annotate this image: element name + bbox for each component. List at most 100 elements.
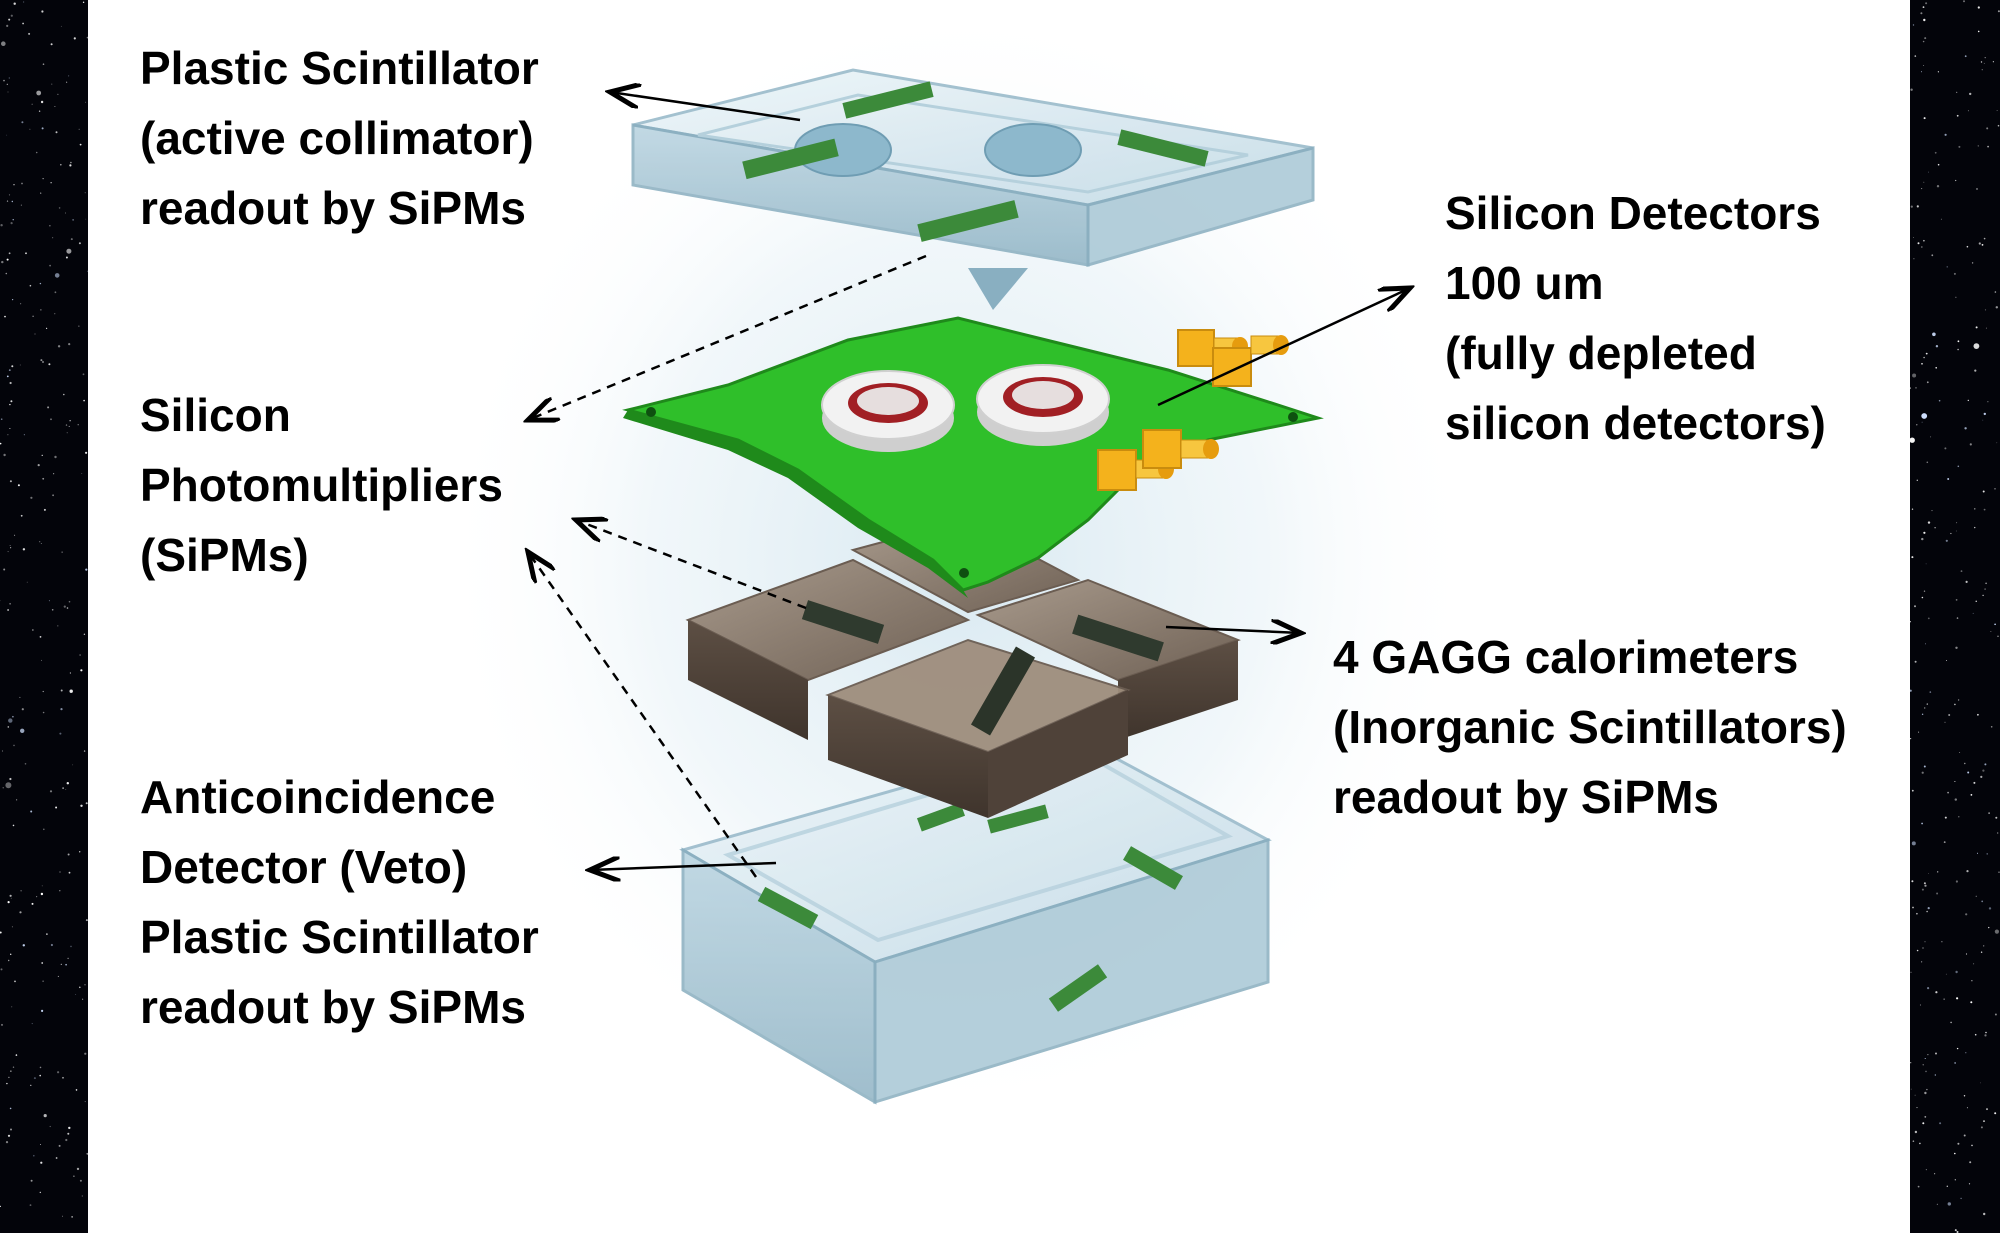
star — [79, 986, 81, 989]
star — [67, 1132, 70, 1135]
star — [1967, 771, 1970, 774]
star — [1925, 563, 1927, 565]
star — [57, 93, 59, 95]
star — [1971, 262, 1974, 264]
star — [1955, 599, 1958, 601]
star — [1954, 798, 1957, 801]
star — [1921, 363, 1923, 365]
star — [1944, 816, 1947, 819]
star — [1982, 594, 1984, 597]
star — [1924, 37, 1927, 40]
star — [5, 272, 8, 275]
star — [20, 890, 22, 892]
star — [12, 715, 14, 718]
star — [1911, 880, 1914, 883]
star — [42, 711, 45, 714]
star — [30, 1084, 32, 1086]
star — [1983, 1120, 1985, 1122]
gagg-crystal-right — [975, 578, 1241, 740]
star — [1994, 929, 1999, 934]
star — [1928, 171, 1929, 173]
star — [1957, 1142, 1960, 1145]
star — [1915, 387, 1917, 389]
star — [79, 654, 81, 656]
star — [69, 164, 72, 167]
star — [46, 933, 48, 935]
star — [1983, 1212, 1986, 1216]
star — [8, 77, 10, 79]
star — [1927, 1054, 1929, 1056]
star — [1921, 771, 1924, 774]
star — [31, 902, 34, 905]
star — [39, 1066, 42, 1069]
star — [0, 968, 3, 971]
star — [40, 1144, 41, 1145]
star — [1916, 479, 1918, 481]
star — [1983, 237, 1986, 240]
star — [1923, 239, 1925, 242]
arrow-collimator — [610, 92, 801, 122]
label-line: (active collimator) — [140, 112, 534, 164]
star — [1982, 769, 1985, 772]
leader-lines — [528, 92, 1410, 877]
star — [8, 1076, 10, 1079]
star — [10, 547, 12, 549]
star — [21, 121, 24, 124]
star — [86, 36, 88, 39]
star — [1956, 1047, 1959, 1050]
sma-connectors-bottom — [1097, 429, 1219, 491]
star — [8, 718, 13, 723]
star — [9, 545, 11, 546]
star — [1983, 508, 1986, 511]
star — [57, 345, 61, 348]
star — [42, 477, 45, 480]
star — [1994, 1112, 1997, 1115]
star — [20, 303, 22, 305]
star — [1968, 1183, 1971, 1185]
label-sipms: Silicon Photomultipliers (SiPMs) — [140, 380, 503, 590]
star — [73, 37, 76, 40]
label-line: (SiPMs) — [140, 529, 309, 581]
star — [66, 432, 68, 434]
star — [82, 1, 85, 3]
star — [59, 871, 61, 873]
gagg-crystal-front — [825, 638, 1131, 818]
silicon-sensor-left — [821, 370, 955, 452]
star — [1925, 1169, 1927, 1171]
star — [1990, 726, 1993, 728]
star — [1921, 71, 1922, 73]
star — [82, 373, 85, 376]
star — [1953, 272, 1956, 275]
star — [46, 327, 48, 329]
star — [1924, 884, 1927, 887]
star — [54, 455, 57, 459]
star — [77, 424, 79, 426]
star — [1984, 57, 1986, 59]
star — [1923, 531, 1926, 534]
star — [1987, 401, 1989, 403]
star — [40, 359, 43, 362]
star — [2, 787, 4, 789]
label-line: readout by SiPMs — [140, 981, 526, 1033]
star — [1936, 1203, 1938, 1205]
star — [9, 603, 11, 605]
star — [1965, 913, 1968, 916]
star — [65, 212, 66, 214]
star — [1927, 521, 1931, 524]
star — [7, 434, 9, 436]
star — [9, 381, 12, 385]
sma-connectors-top — [1177, 329, 1289, 387]
star — [69, 672, 71, 674]
star — [66, 607, 69, 609]
star — [7, 91, 9, 93]
star — [1923, 356, 1925, 359]
star — [1972, 612, 1974, 614]
star — [1966, 870, 1969, 873]
star — [1980, 61, 1983, 63]
star — [1939, 1122, 1942, 1125]
star — [1971, 980, 1973, 982]
star — [20, 204, 22, 206]
star — [70, 945, 72, 948]
label-gagg-calorimeters: 4 GAGG calorimeters (Inorganic Scintilla… — [1333, 622, 1847, 832]
star — [1982, 419, 1984, 421]
